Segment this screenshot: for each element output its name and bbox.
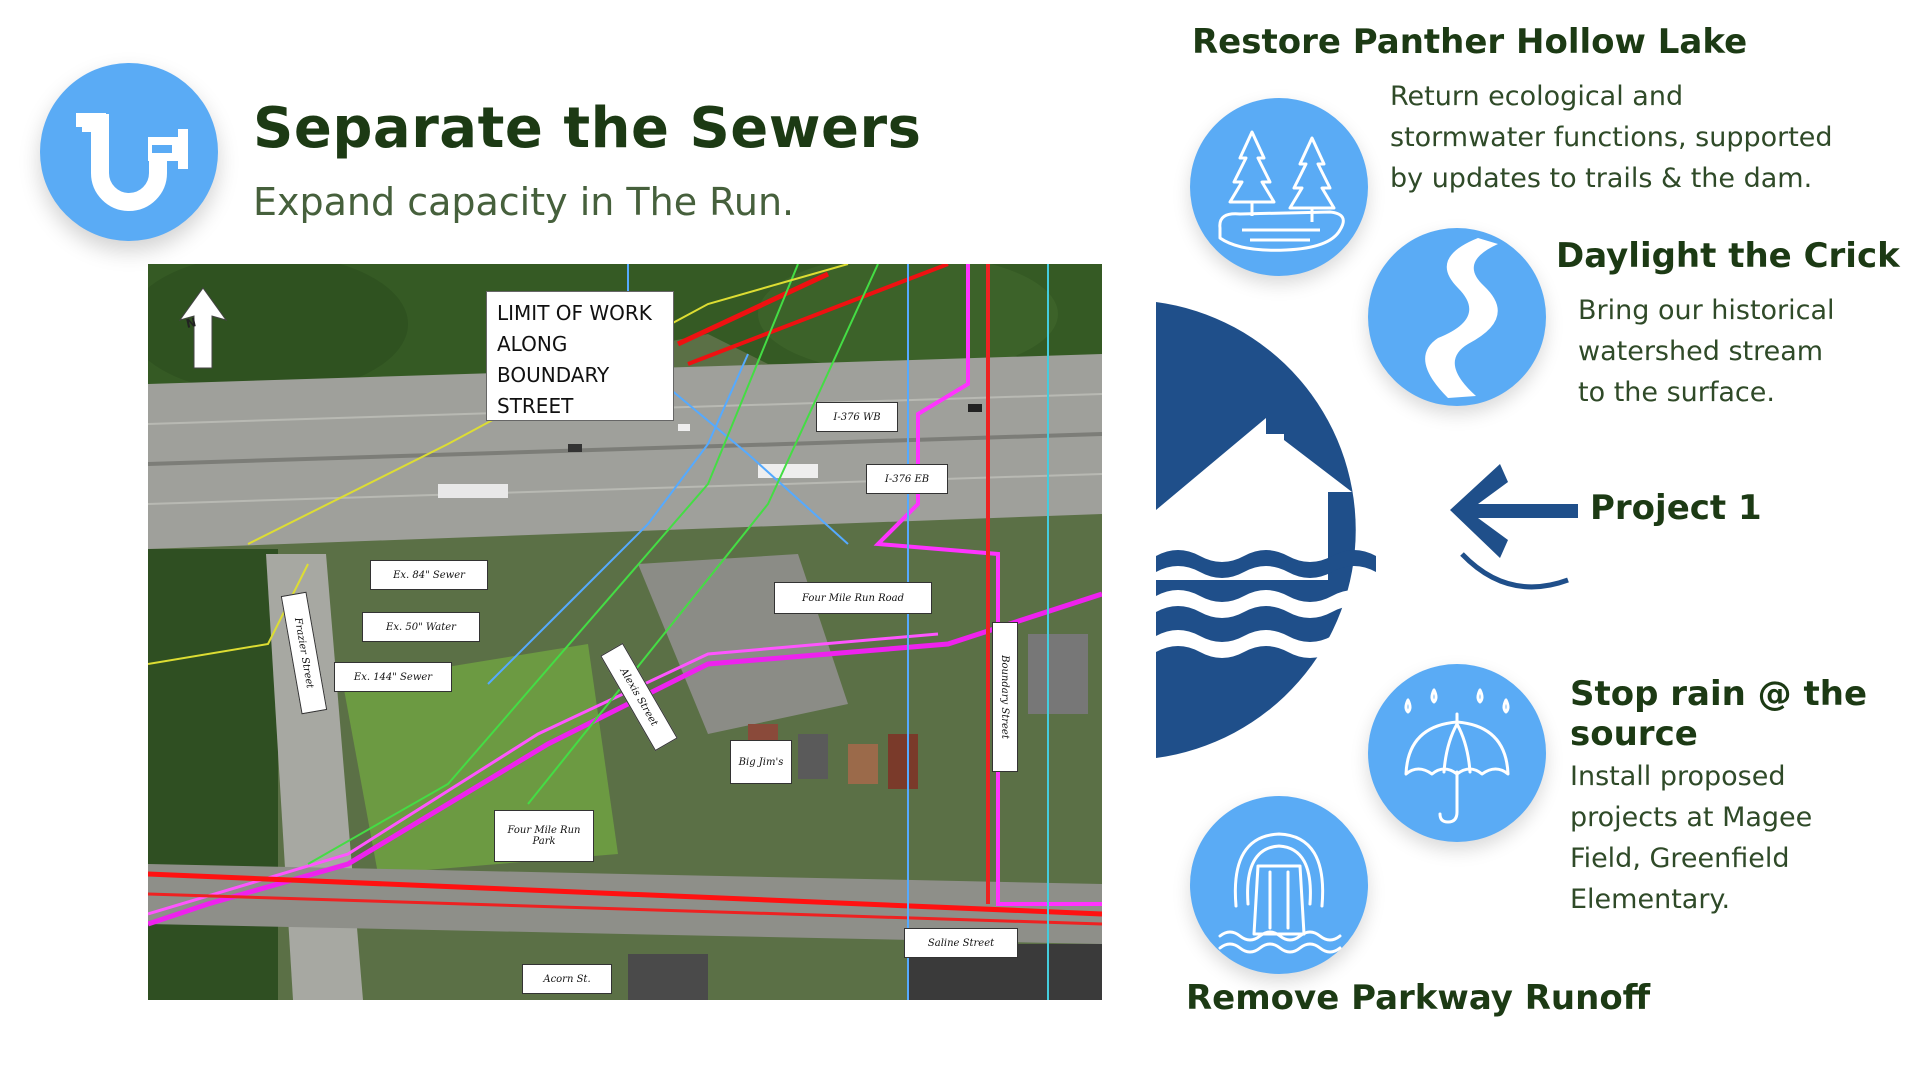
map-label-saline-street: Saline Street	[904, 928, 1018, 958]
map-label-i376eb: I-376 EB	[866, 464, 948, 494]
map-label-four-mile-run-park: Four Mile Run Park	[494, 810, 594, 862]
stream-icon	[1368, 228, 1546, 406]
description-line: Install proposed	[1570, 761, 1786, 792]
umbrella-rain-icon	[1368, 664, 1546, 842]
daylight-crick-title: Daylight the Crick	[1556, 236, 1900, 276]
arrow-left-icon	[1448, 462, 1588, 596]
house-flood-icon	[1148, 300, 1388, 764]
description-line: Return ecological and	[1390, 81, 1684, 112]
description-line: projects at Magee	[1570, 802, 1813, 833]
lake-trees-icon	[1190, 98, 1368, 276]
stop-rain-title: Stop rain @ the source	[1570, 674, 1867, 754]
stop-rain-description: Install proposed projects at Magee Field…	[1570, 756, 1812, 920]
description-line: Bring our historical	[1578, 295, 1835, 326]
limit-of-work-callout: LIMIT OF WORK ALONG BOUNDARY STREET	[486, 291, 674, 421]
page-subtitle: Expand capacity in The Run.	[253, 180, 795, 224]
callout-line: LIMIT OF WORK	[497, 301, 652, 325]
map-label-sewer-84: Ex. 84" Sewer	[370, 560, 488, 590]
culvert-outfall-icon	[1190, 796, 1368, 974]
title-line: Stop rain @ the	[1570, 674, 1868, 714]
pipe-logo-icon	[40, 63, 218, 241]
park-label-line: Four Mile Run	[507, 825, 581, 836]
description-line: to the surface.	[1578, 377, 1775, 408]
callout-line: STREET	[497, 394, 574, 418]
description-line: Field, Greenfield	[1570, 843, 1790, 874]
daylight-crick-description: Bring our historical watershed stream to…	[1578, 290, 1835, 413]
callout-line: ALONG	[497, 332, 568, 356]
map-label-sewer-144: Ex. 144" Sewer	[334, 662, 452, 692]
restore-lake-title: Restore Panther Hollow Lake	[1192, 22, 1748, 62]
map-label-boundary-street: Boundary Street	[992, 622, 1018, 772]
project-1-label: Project 1	[1590, 488, 1762, 528]
map-label-i376wb: I-376 WB	[816, 402, 898, 432]
description-line: stormwater functions, supported	[1390, 122, 1833, 153]
remove-parkway-runoff-title: Remove Parkway Runoff	[1186, 978, 1651, 1018]
description-line: watershed stream	[1578, 336, 1824, 367]
restore-lake-description: Return ecological and stormwater functio…	[1390, 76, 1833, 199]
page-title: Separate the Sewers	[253, 96, 922, 161]
park-label-line: Park	[532, 836, 556, 847]
map-label-water-50: Ex. 50" Water	[362, 612, 480, 642]
map-label-four-mile-run-road: Four Mile Run Road	[774, 582, 932, 614]
description-line: by updates to trails & the dam.	[1390, 163, 1813, 194]
description-line: Elementary.	[1570, 884, 1731, 915]
callout-line: BOUNDARY	[497, 363, 610, 387]
title-line: source	[1570, 714, 1698, 754]
map-label-big-jims: Big Jim's	[730, 740, 792, 784]
map-label-acorn-st: Acorn St.	[522, 964, 612, 994]
project-site-map: N LIMIT OF WORK ALONG BOUNDARY STREET I-…	[148, 264, 1102, 1000]
